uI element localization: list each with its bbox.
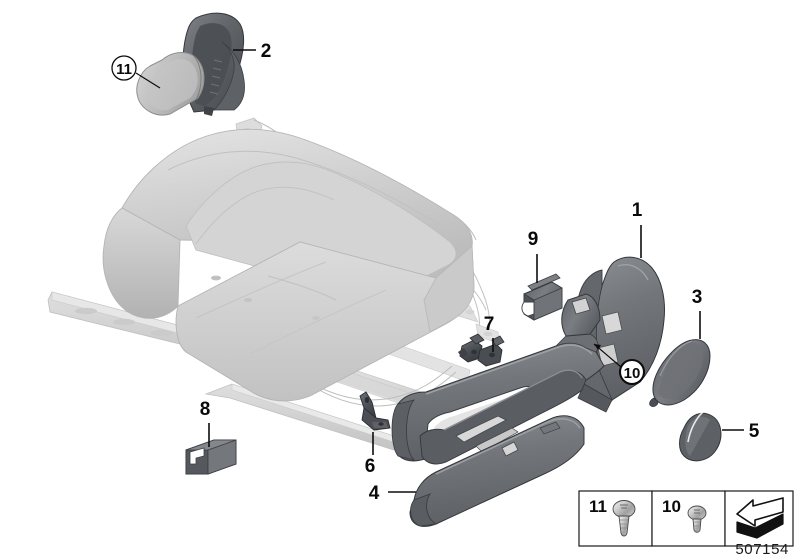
- leader-10-arrowhead: [594, 344, 601, 350]
- callout-3: 3: [692, 287, 703, 308]
- callout-11: 11: [116, 61, 132, 78]
- part-small-cover-clip: [521, 273, 563, 321]
- callout-6: 6: [365, 456, 376, 477]
- part-release-lever-bracket: [359, 391, 391, 431]
- callout-layer: 2 11 1 9 3 7 10 5 8 6 4: [111, 41, 760, 504]
- part-seat-trim-shell: [136, 12, 245, 116]
- callout-circle-10: [618, 358, 646, 386]
- screw-large-icon: [612, 500, 636, 537]
- part-lower-trim-strip: [409, 369, 587, 527]
- part-oval-cover-cap: [649, 339, 711, 407]
- legend-box: 11 10 507154: [578, 490, 794, 558]
- callout-2: 2: [261, 41, 272, 62]
- screw-small-icon: [687, 505, 707, 533]
- legend-cell-10: [651, 490, 726, 547]
- leader-11: [135, 72, 161, 89]
- callout-4: 4: [369, 483, 380, 504]
- part-metal-bracket-clip: [458, 333, 505, 367]
- callout-5: 5: [749, 421, 760, 442]
- part-rail-end-cap: [185, 439, 237, 475]
- legend-number-11: 11: [589, 497, 607, 516]
- view-direction-arrow-icon: [736, 497, 784, 539]
- legend-number-10: 10: [662, 497, 681, 516]
- callout-7: 7: [484, 314, 495, 335]
- diagram-id-label: 507154: [735, 541, 789, 558]
- callout-10: 10: [624, 365, 641, 382]
- callout-9: 9: [528, 229, 539, 250]
- callout-1: 1: [632, 200, 643, 221]
- legend-cell-11: [578, 490, 653, 547]
- seat-cushion-assembly: [102, 128, 477, 402]
- part-round-cover-cap: [679, 411, 722, 462]
- callout-8: 8: [200, 399, 211, 420]
- callout-circle-11: [111, 55, 137, 81]
